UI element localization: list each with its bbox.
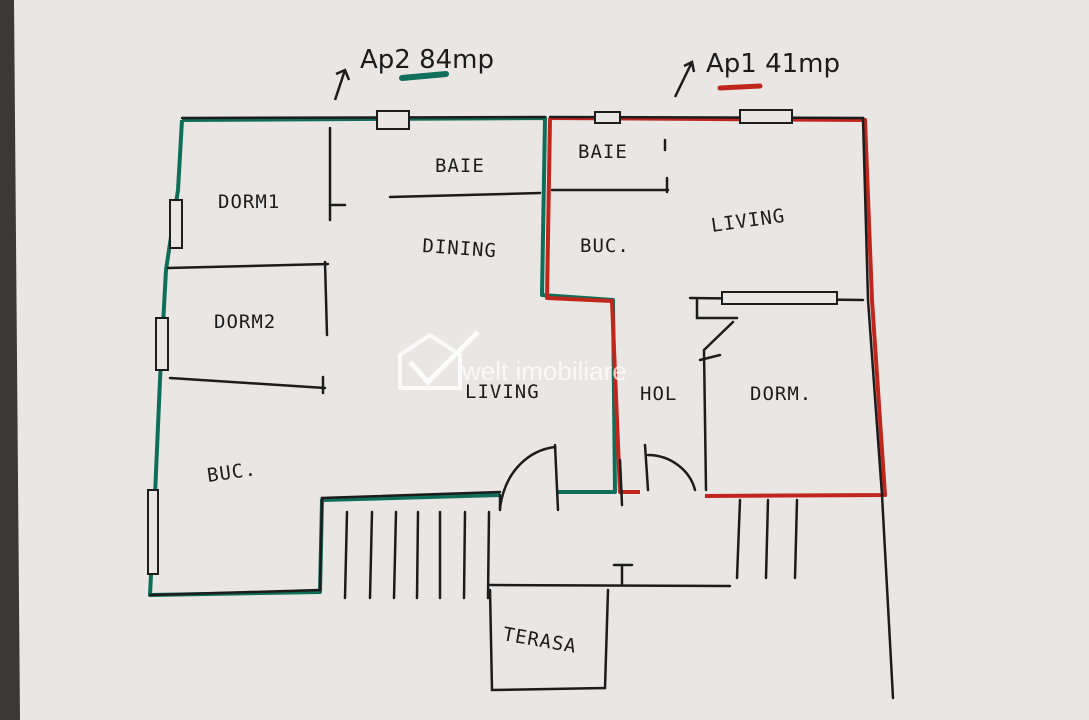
room-hol: HOL xyxy=(640,383,677,405)
window-baie-ap2 xyxy=(376,110,410,130)
room-dorm1: DORM1 xyxy=(218,191,280,213)
room-dorm2: DORM2 xyxy=(214,311,276,333)
paper-sheet xyxy=(14,0,1089,720)
balcony-railings xyxy=(343,498,799,600)
window-dorm2 xyxy=(155,317,169,371)
windows xyxy=(147,109,838,575)
room-dining: DINING xyxy=(422,235,498,262)
watermark-check-icon xyxy=(408,330,480,386)
title-ap2-text: Ap2 84mp xyxy=(360,45,494,75)
ap1-legend-swatch xyxy=(717,83,763,91)
watermark-text: welt imobiliare xyxy=(461,356,627,386)
interior-walls xyxy=(148,115,895,700)
watermark: welt imobiliare xyxy=(398,330,627,390)
arrow-up-icon xyxy=(673,61,694,98)
room-baie-ap1: BAIE xyxy=(578,141,628,163)
title-ap1: Ap1 41mp xyxy=(673,49,840,98)
title-ap1-text: Ap1 41mp xyxy=(706,49,840,79)
window-baie-ap1 xyxy=(594,111,621,124)
title-ap2: Ap2 84mp xyxy=(333,45,494,101)
window-living-ap1 xyxy=(739,109,793,124)
window-dorm-ap1 xyxy=(721,291,838,305)
window-dorm1 xyxy=(169,199,183,249)
watermark-house-icon xyxy=(398,332,462,390)
ap2-legend-swatch xyxy=(399,71,449,81)
room-baie-ap2: BAIE xyxy=(435,155,485,177)
arrow-up-icon xyxy=(333,69,347,101)
room-living-ap2: LIVING xyxy=(465,381,540,403)
room-buc-ap1: BUC. xyxy=(580,235,630,257)
room-dorm-ap1: DORM. xyxy=(750,383,812,405)
window-buc-ap2 xyxy=(147,489,159,575)
